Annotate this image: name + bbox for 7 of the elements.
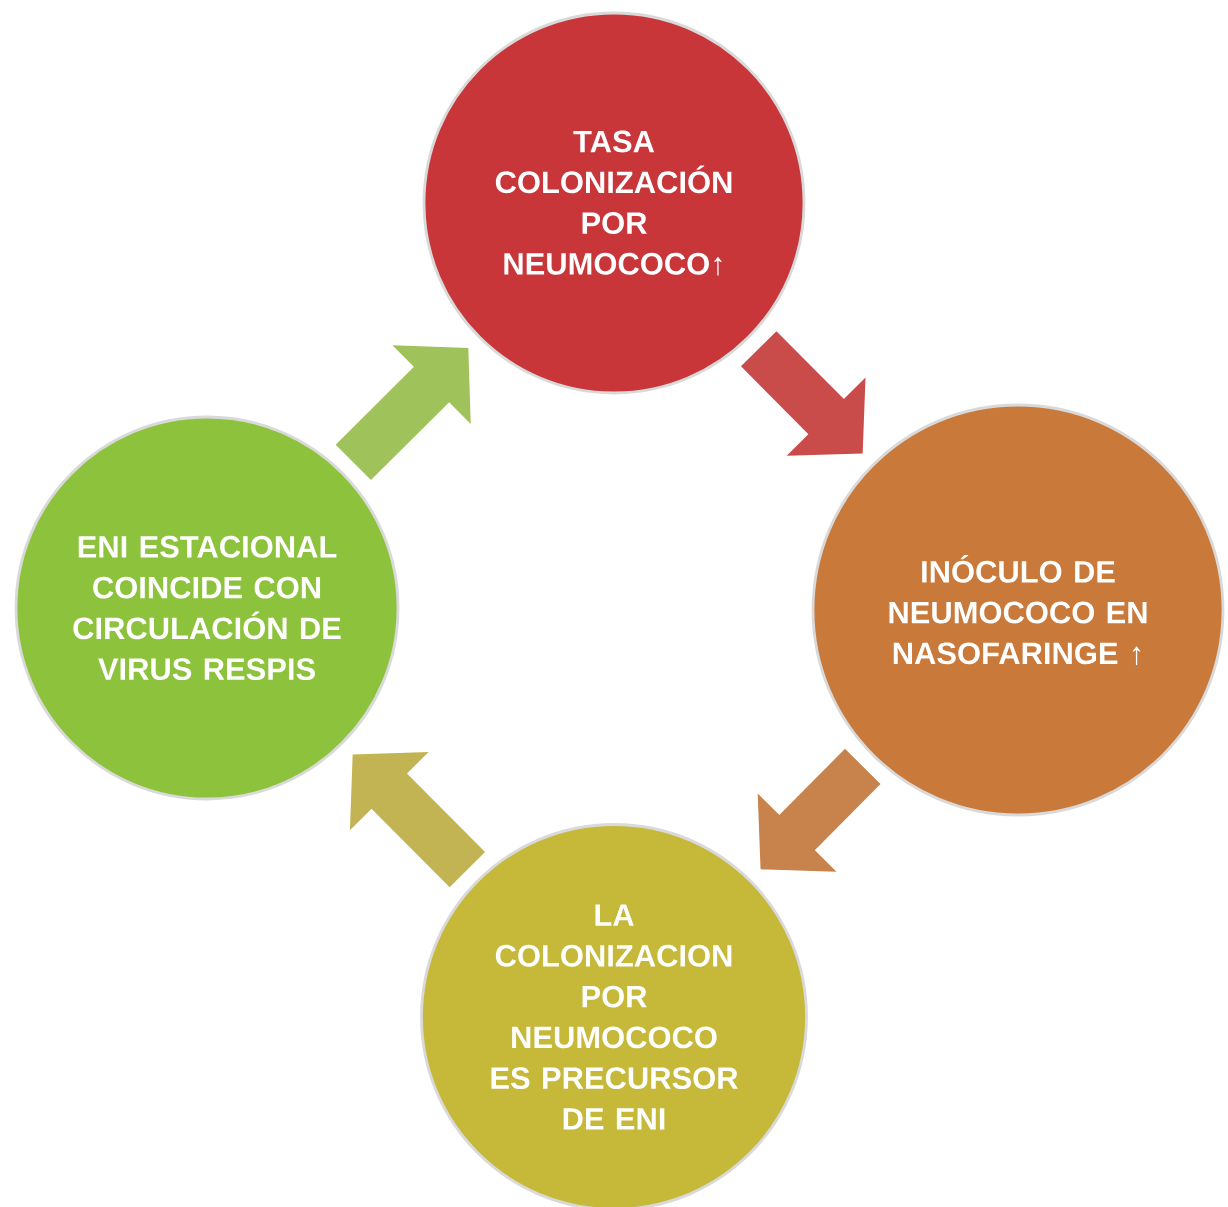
- block-arrow: [741, 331, 866, 456]
- block-arrow: [349, 752, 486, 888]
- block-arrow: [335, 345, 471, 481]
- circle-node: LA COLONIZACION POR NEUMOCOCO ES PRECURSOR DE ENI: [420, 823, 808, 1207]
- circle-node: TASA COLONIZACIÓN POR NEUMOCOCO↑: [422, 11, 806, 395]
- circle-node: INÓCULO DE NEUMOCOCO EN NASOFARINGE ↑: [811, 403, 1225, 817]
- circle-node: ENI ESTACIONAL COINCIDE CON CIRCULACIÓN DE VIRUS RESPIS: [14, 415, 400, 801]
